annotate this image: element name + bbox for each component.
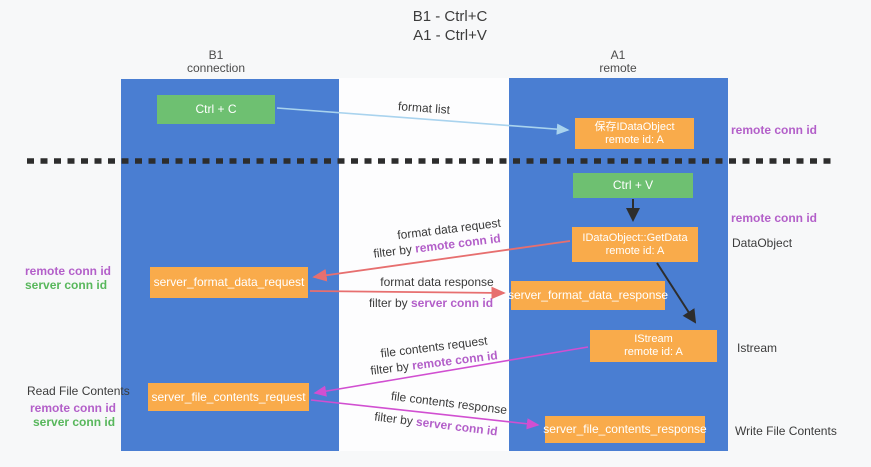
title-line-2: A1 - Ctrl+V xyxy=(413,27,487,44)
label-server-conn-id-left-top: server conn id xyxy=(25,278,108,292)
node-server-file-contents-request-label: server_file_contents_request xyxy=(151,389,306,404)
node-server-format-data-request-label: server_format_data_request xyxy=(153,275,305,289)
server-conn-id-text: server conn id xyxy=(411,296,494,310)
node-idataobject-getdata-line1: IDataObject::GetData xyxy=(582,231,688,244)
node-server-file-contents-response: server_file_contents_response xyxy=(543,416,707,443)
label-server-conn-id-left-bottom: server conn id xyxy=(33,415,116,429)
label-dataobject: DataObject xyxy=(732,236,793,250)
label-read-file-contents: Read File Contents xyxy=(27,384,130,398)
node-server-format-data-request: server_format_data_request xyxy=(150,267,308,298)
node-idataobject-getdata: IDataObject::GetData remote id: A xyxy=(572,227,698,262)
node-idataobject-getdata-line2: remote id: A xyxy=(605,244,665,257)
node-ctrl-c-label: Ctrl + C xyxy=(195,102,237,116)
lane-b1-name: B1 xyxy=(208,48,224,62)
label-format-data-response: format data response xyxy=(380,275,494,289)
node-istream-line2: remote id: A xyxy=(624,346,683,358)
node-save-dataobject-line1: 保存IDataObject xyxy=(594,120,675,133)
lane-header-b1: B1 connection xyxy=(187,49,245,75)
lane-header-a1: A1 remote xyxy=(599,49,636,75)
diagram-title: B1 - Ctrl+C A1 - Ctrl+V xyxy=(413,7,488,45)
node-istream-line1: IStream xyxy=(634,333,673,345)
label-remote-conn-id-right-mid: remote conn id xyxy=(731,211,818,225)
label-write-file-contents: Write File Contents xyxy=(735,424,837,438)
label-remote-conn-id-left-top: remote conn id xyxy=(25,264,112,278)
label-remote-conn-id-right-top: remote conn id xyxy=(731,123,818,137)
label-filter-server-1: filter by server conn id xyxy=(369,296,493,310)
node-save-dataobject-line2: remote id: A xyxy=(605,133,664,146)
title-line-1: B1 - Ctrl+C xyxy=(412,8,488,25)
node-server-format-data-response-label: server_format_data_response xyxy=(507,288,669,302)
node-ctrl-v-label: Ctrl + V xyxy=(612,178,654,192)
lane-b1-role: connection xyxy=(186,61,246,75)
node-istream: IStream remote id: A xyxy=(590,330,717,362)
node-server-file-contents-response-label: server_file_contents_response xyxy=(543,422,707,436)
lane-a1-role: remote xyxy=(599,61,637,75)
lane-a1-name: A1 xyxy=(610,48,626,62)
label-remote-conn-id-left-bottom: remote conn id xyxy=(30,401,117,415)
node-server-file-contents-request: server_file_contents_request xyxy=(148,383,309,411)
node-server-format-data-response: server_format_data_response xyxy=(507,281,669,310)
label-istream: Istream xyxy=(737,341,778,355)
node-ctrl-c: Ctrl + C xyxy=(157,95,275,124)
node-ctrl-v: Ctrl + V xyxy=(573,173,693,198)
filter-by-text: filter by xyxy=(368,296,408,310)
node-save-dataobject: 保存IDataObject remote id: A xyxy=(575,118,694,149)
